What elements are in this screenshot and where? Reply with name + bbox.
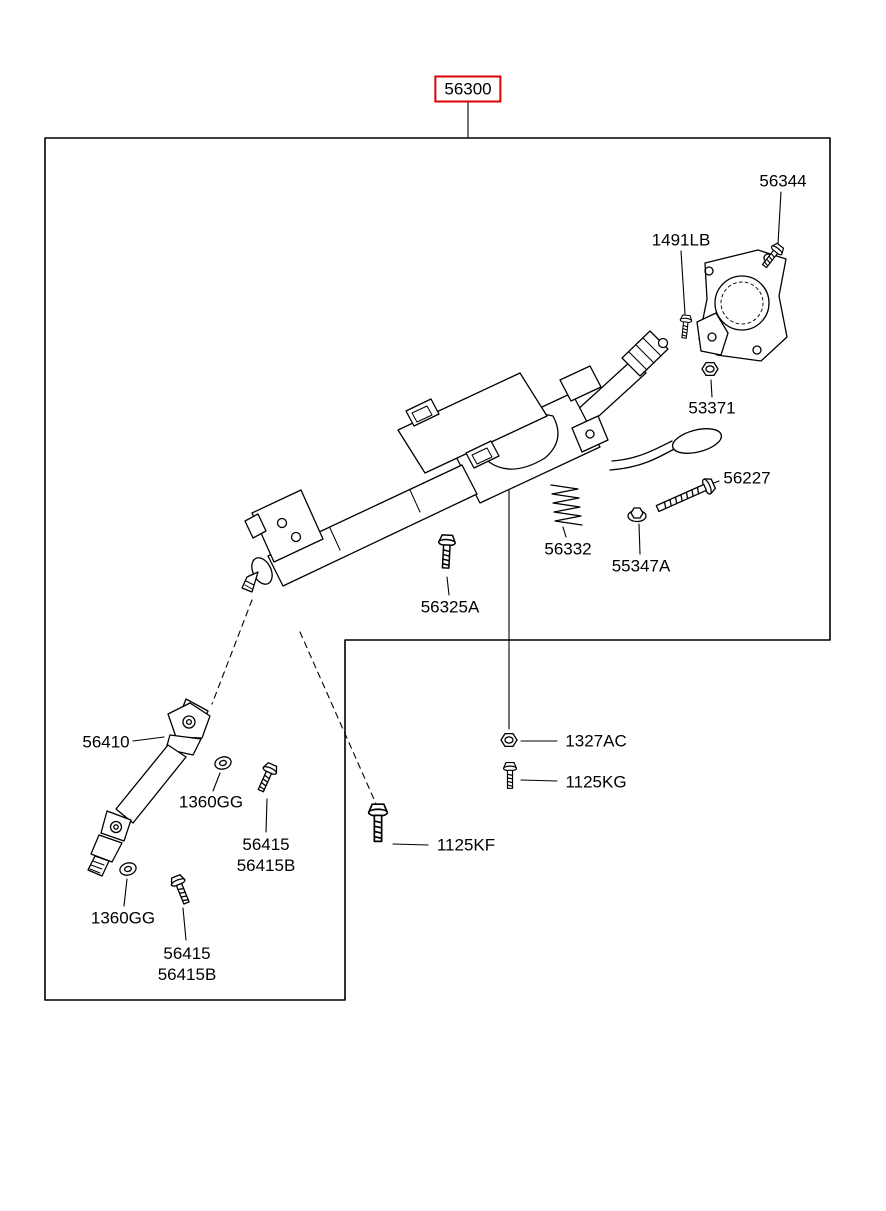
callout-1491LB[interactable]: 1491LB: [649, 229, 713, 251]
leader-lines: [123, 100, 782, 941]
part-number-text: 56415B: [236, 856, 296, 875]
nut-1327AC-icon: [500, 732, 518, 748]
part-number-text: 1125KF: [436, 835, 496, 855]
part-number-text: 53371: [688, 398, 736, 418]
lower-bracket: [244, 489, 324, 563]
callout-56227[interactable]: 56227: [721, 467, 773, 489]
part-number-text: 1125KG: [565, 772, 627, 792]
part-number-text: 1360GG: [178, 792, 244, 812]
callout-56325A[interactable]: 56325A: [418, 596, 482, 618]
callout-56415-lower[interactable]: 56415 56415B: [155, 943, 219, 985]
part-number-text: 55347A: [611, 556, 671, 576]
part-number-text: 1327AC: [565, 731, 627, 751]
part-number-text: 56325A: [420, 597, 480, 617]
steering-column-drawing: [87, 249, 788, 877]
part-number-text: 56300: [444, 79, 492, 99]
part-number-text: 56415B: [157, 965, 217, 984]
part-number-text: 56332: [544, 539, 592, 559]
part-number-text: 56415: [163, 944, 211, 963]
hardware-icons: [117, 241, 787, 907]
part-number-text: 56344: [759, 171, 807, 191]
callout-56332[interactable]: 56332: [542, 538, 594, 560]
callout-55347A[interactable]: 55347A: [609, 555, 673, 577]
assembly-outline-box: [44, 137, 831, 1001]
callout-1360GG-lower[interactable]: 1360GG: [88, 907, 158, 929]
bracket-plate: [696, 249, 788, 362]
washer-1360GG-lower-icon: [117, 860, 139, 878]
callout-53371[interactable]: 53371: [686, 397, 738, 419]
callout-1360GG-upper[interactable]: 1360GG: [176, 791, 246, 813]
callout-1327AC[interactable]: 1327AC: [563, 730, 629, 752]
signal-lever: [609, 428, 723, 471]
bolt-56227-icon: [655, 478, 716, 513]
part-number-text: 1491LB: [651, 230, 711, 250]
column-tube: [267, 464, 478, 587]
callout-1125KF[interactable]: 1125KF: [434, 834, 498, 856]
callout-1125KG[interactable]: 1125KG: [563, 771, 629, 793]
upper-shaft: [574, 330, 669, 426]
nut-53371-icon: [701, 361, 719, 377]
bolt-56325A-icon: [436, 533, 457, 570]
bolt-1125KF-icon: [367, 803, 389, 843]
bolt-56415-upper-icon: [253, 760, 280, 795]
callout-56300[interactable]: 56300: [434, 75, 502, 103]
washer-1360GG-upper-icon: [212, 754, 234, 772]
washer-55347A-icon: [627, 507, 647, 523]
spring-56332-icon: [550, 484, 583, 526]
assembly-reference-lines: [211, 599, 378, 807]
callout-56415-upper[interactable]: 56415 56415B: [234, 834, 298, 876]
bolt-1125KG-icon: [502, 762, 518, 789]
mount-bracket: [397, 372, 548, 474]
callout-56410[interactable]: 56410: [80, 731, 132, 753]
lower-shaft-assembly: [87, 698, 211, 877]
bolt-56415-lower-icon: [168, 873, 194, 907]
part-number-text: 56410: [82, 732, 130, 752]
part-number-text: 1360GG: [90, 908, 156, 928]
part-number-text: 56415: [242, 835, 290, 854]
column-end: [241, 557, 273, 593]
bolt-1491LB-icon: [677, 314, 693, 340]
callout-56344[interactable]: 56344: [757, 170, 809, 192]
part-number-text: 56227: [723, 468, 771, 488]
